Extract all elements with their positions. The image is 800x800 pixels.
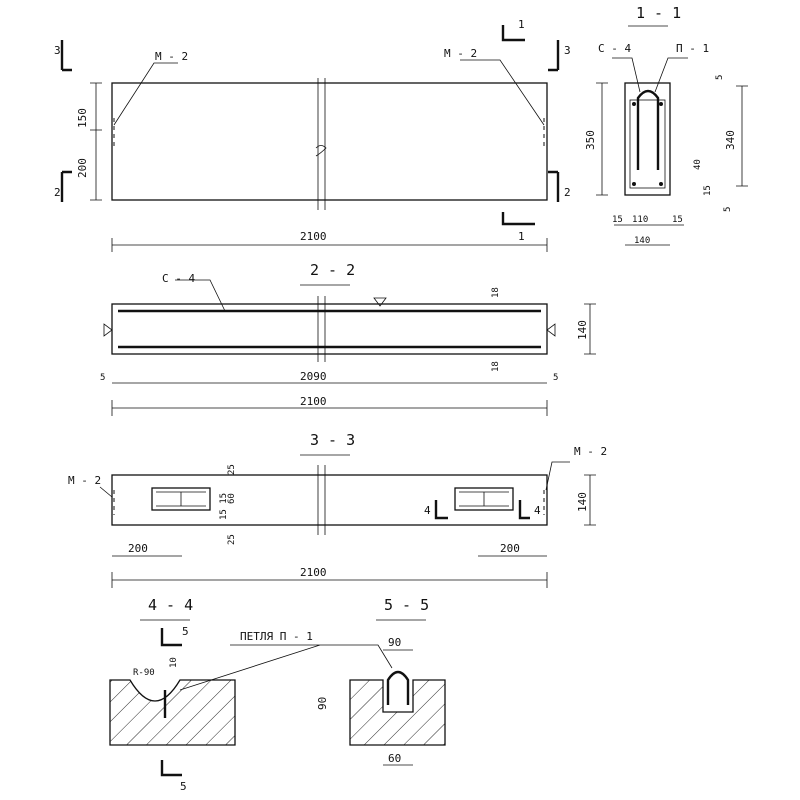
dim-2100-mid: 2100 — [300, 395, 327, 408]
section-4-4-title: 4 - 4 — [148, 596, 193, 614]
dim-15-15: 15 15 — [219, 493, 229, 520]
section-1-1-title: 1 - 1 — [636, 4, 681, 22]
plan-outline — [111, 303, 548, 355]
loop-recess-left — [151, 487, 211, 511]
label-c4: C - 4 — [598, 42, 631, 55]
dim-40: 40 — [693, 159, 703, 170]
dim-18-top: 18 — [491, 287, 501, 298]
concrete-section-4-4 — [109, 679, 236, 746]
cut-mark-3-right: 3 — [564, 44, 571, 57]
dim-25-bottom: 25 — [227, 534, 237, 545]
section-3-3-title: 3 - 3 — [310, 431, 355, 449]
dim-350: 350 — [584, 130, 597, 150]
break-line — [317, 78, 326, 210]
section-4-4: 4 - 4 R-90 10 5 5 — [109, 596, 236, 793]
dim-5-top: 5 — [715, 75, 725, 80]
cut-mark-2-right: 2 — [564, 186, 571, 199]
top-elevation-view: M - 2 M - 2 3 3 2 2 1 1 150 200 2100 — [54, 18, 571, 252]
dim-10: 10 — [169, 657, 179, 668]
section-5-5: 5 - 5 90 90 60 ПЕТЛЯ П - 1 — [179, 596, 446, 766]
dim-15-left: 15 — [612, 215, 623, 225]
cut-mark-1-bottom: 1 — [518, 230, 525, 243]
dim-200-left: 200 — [128, 542, 148, 555]
section-1-1: 1 - 1 C - 4 П - 1 350 340 5 40 15 5 15 1… — [584, 4, 748, 246]
dim-15-right: 15 — [703, 185, 713, 196]
dim-5-bottom: 5 — [723, 207, 733, 212]
dim-200-right: 200 — [500, 542, 520, 555]
label-m2-side-right: M - 2 — [574, 445, 607, 458]
dim-140-sec22: 140 — [576, 320, 589, 340]
cross-section-outline — [624, 82, 671, 196]
dim-2090: 2090 — [300, 370, 327, 383]
concrete-section-5-5 — [349, 679, 446, 746]
label-p1: П - 1 — [676, 42, 709, 55]
section-2-2: 2 - 2 C - 4 18 18 140 5 2090 5 2100 — [100, 261, 596, 416]
dim-200: 200 — [76, 158, 89, 178]
side-outline — [111, 474, 548, 526]
dim-r90: R-90 — [133, 668, 155, 678]
dim-90-left: 90 — [316, 697, 329, 710]
dim-18-bottom: 18 — [491, 361, 501, 372]
cut-mark-5-bottom: 5 — [180, 780, 187, 793]
dim-90-top: 90 — [388, 636, 401, 649]
cut-mark-3-left: 3 — [54, 44, 61, 57]
dim-5-right: 5 — [553, 373, 558, 383]
dim-140-sec11: 140 — [634, 236, 650, 246]
beam-outline — [111, 82, 548, 201]
dim-110: 110 — [632, 215, 648, 225]
dim-150: 150 — [76, 108, 89, 128]
label-m2-right: M - 2 — [444, 47, 477, 60]
label-loop-p1: ПЕТЛЯ П - 1 — [240, 630, 313, 643]
dim-25-top: 25 — [227, 464, 237, 475]
cut-mark-5-top: 5 — [182, 625, 189, 638]
label-m2-side-left: M - 2 — [68, 474, 101, 487]
lifting-loop — [636, 89, 660, 170]
reinforcement-frame — [629, 99, 666, 189]
dim-15-right-b: 15 — [672, 215, 683, 225]
dim-340: 340 — [724, 130, 737, 150]
dim-140-sec33: 140 — [576, 492, 589, 512]
cut-mark-4-right: 4 — [534, 504, 541, 517]
cut-mark-4: 4 — [424, 504, 431, 517]
section-5-5-title: 5 - 5 — [384, 596, 429, 614]
dim-2100-top: 2100 — [300, 230, 327, 243]
label-c4-plan: C - 4 — [162, 272, 195, 285]
label-m2-left: M - 2 — [155, 50, 188, 63]
dim-60: 60 — [227, 493, 237, 504]
dim-5-left: 5 — [100, 373, 105, 383]
section-2-2-title: 2 - 2 — [310, 261, 355, 279]
cut-mark-2-left: 2 — [54, 186, 61, 199]
dim-60-bottom: 60 — [388, 752, 401, 765]
loop-recess-right — [454, 487, 514, 511]
cut-mark-1-top: 1 — [518, 18, 525, 31]
loop-profile — [386, 670, 410, 705]
dim-2100-bottom: 2100 — [300, 566, 327, 579]
section-3-3: 3 - 3 M - 2 M - 2 25 60 25 15 15 4 4 140… — [68, 431, 607, 588]
